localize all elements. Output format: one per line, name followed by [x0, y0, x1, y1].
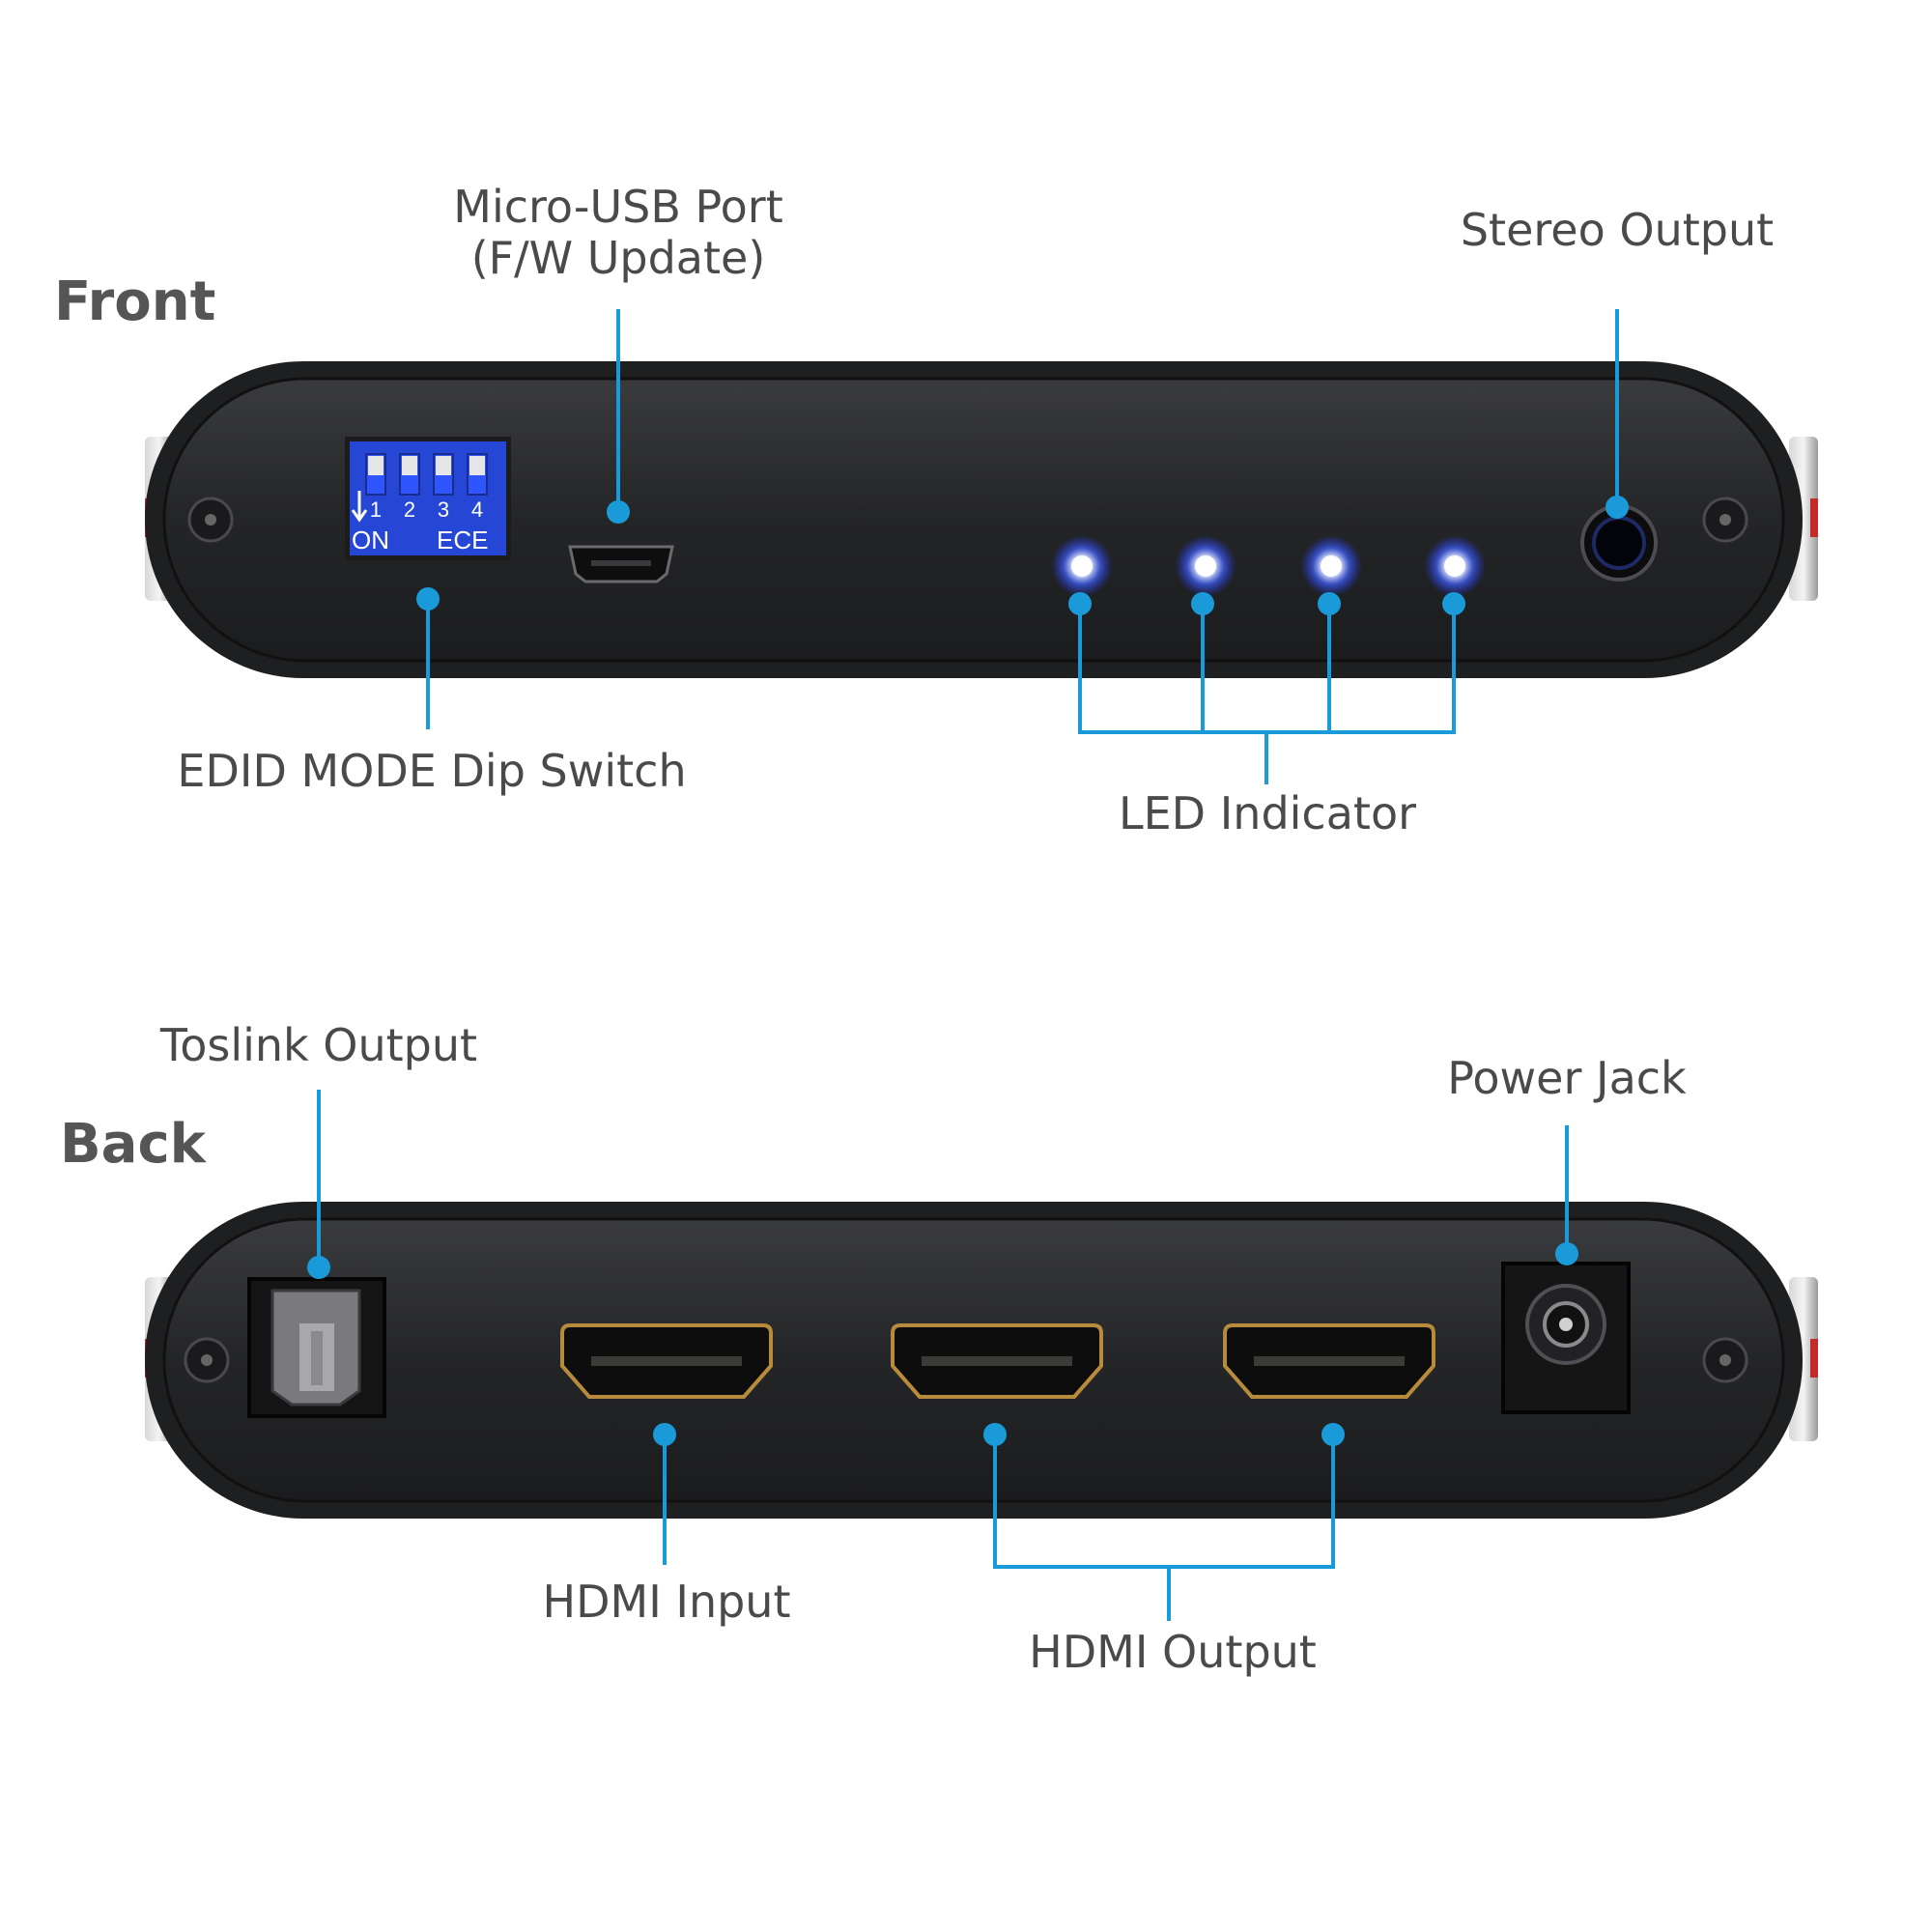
callout-lines	[317, 309, 1619, 1621]
dip-on-label: ON	[352, 526, 389, 554]
hdmi-output-callout	[993, 1435, 1335, 1569]
edid-dip-switch-label: EDID MODE Dip Switch	[177, 745, 687, 797]
back-section-title: Back	[60, 1113, 206, 1176]
down-arrow-icon	[351, 491, 368, 523]
front-section-title: Front	[54, 270, 216, 333]
led-3	[1321, 555, 1342, 577]
toslink-output-port[interactable]	[247, 1277, 386, 1418]
back-right-screw-icon	[1702, 1337, 1748, 1383]
led-4	[1444, 555, 1465, 577]
dip-number-2: 2	[404, 497, 415, 522]
hdmi-output-port-2[interactable]	[1223, 1323, 1435, 1399]
power-jack-label: Power Jack	[1447, 1052, 1687, 1104]
micro-usb-label: Micro-USB Port (F/W Update)	[453, 182, 783, 284]
back-left-screw-icon	[184, 1337, 230, 1383]
stereo-output-jack[interactable]	[1580, 504, 1658, 582]
dip-switch-toggles	[365, 453, 488, 496]
front-right-screw-icon	[1702, 497, 1748, 543]
dip-number-1: 1	[370, 497, 382, 522]
hdmi-output-port-1[interactable]	[891, 1323, 1103, 1399]
led-2	[1195, 555, 1216, 577]
dip-number-4: 4	[471, 497, 483, 522]
front-face	[162, 377, 1785, 663]
edid-dip-switch[interactable]: 1 2 3 4 ON ECE	[345, 437, 511, 560]
micro-usb-label-line1: Micro-USB Port	[453, 181, 783, 233]
micro-usb-label-line2: (F/W Update)	[470, 231, 766, 284]
front-device: 1 2 3 4 ON ECE	[145, 361, 1818, 678]
micro-usb-port[interactable]	[568, 545, 674, 583]
led-indicator-label: LED Indicator	[1118, 787, 1417, 839]
led-1	[1071, 555, 1093, 577]
power-jack[interactable]	[1501, 1262, 1631, 1414]
led-indicators	[1051, 535, 1486, 597]
callout-dots	[307, 496, 1629, 1446]
stereo-output-label: Stereo Output	[1460, 204, 1775, 256]
back-device	[145, 1202, 1818, 1519]
hdmi-output-label: HDMI Output	[1029, 1626, 1317, 1678]
hdmi-input-label: HDMI Input	[542, 1576, 791, 1628]
front-left-screw-icon	[187, 497, 234, 543]
toslink-output-label: Toslink Output	[159, 1019, 478, 1071]
dip-ece-label: ECE	[437, 526, 488, 554]
hdmi-input-port[interactable]	[560, 1323, 773, 1399]
dip-number-3: 3	[438, 497, 449, 522]
